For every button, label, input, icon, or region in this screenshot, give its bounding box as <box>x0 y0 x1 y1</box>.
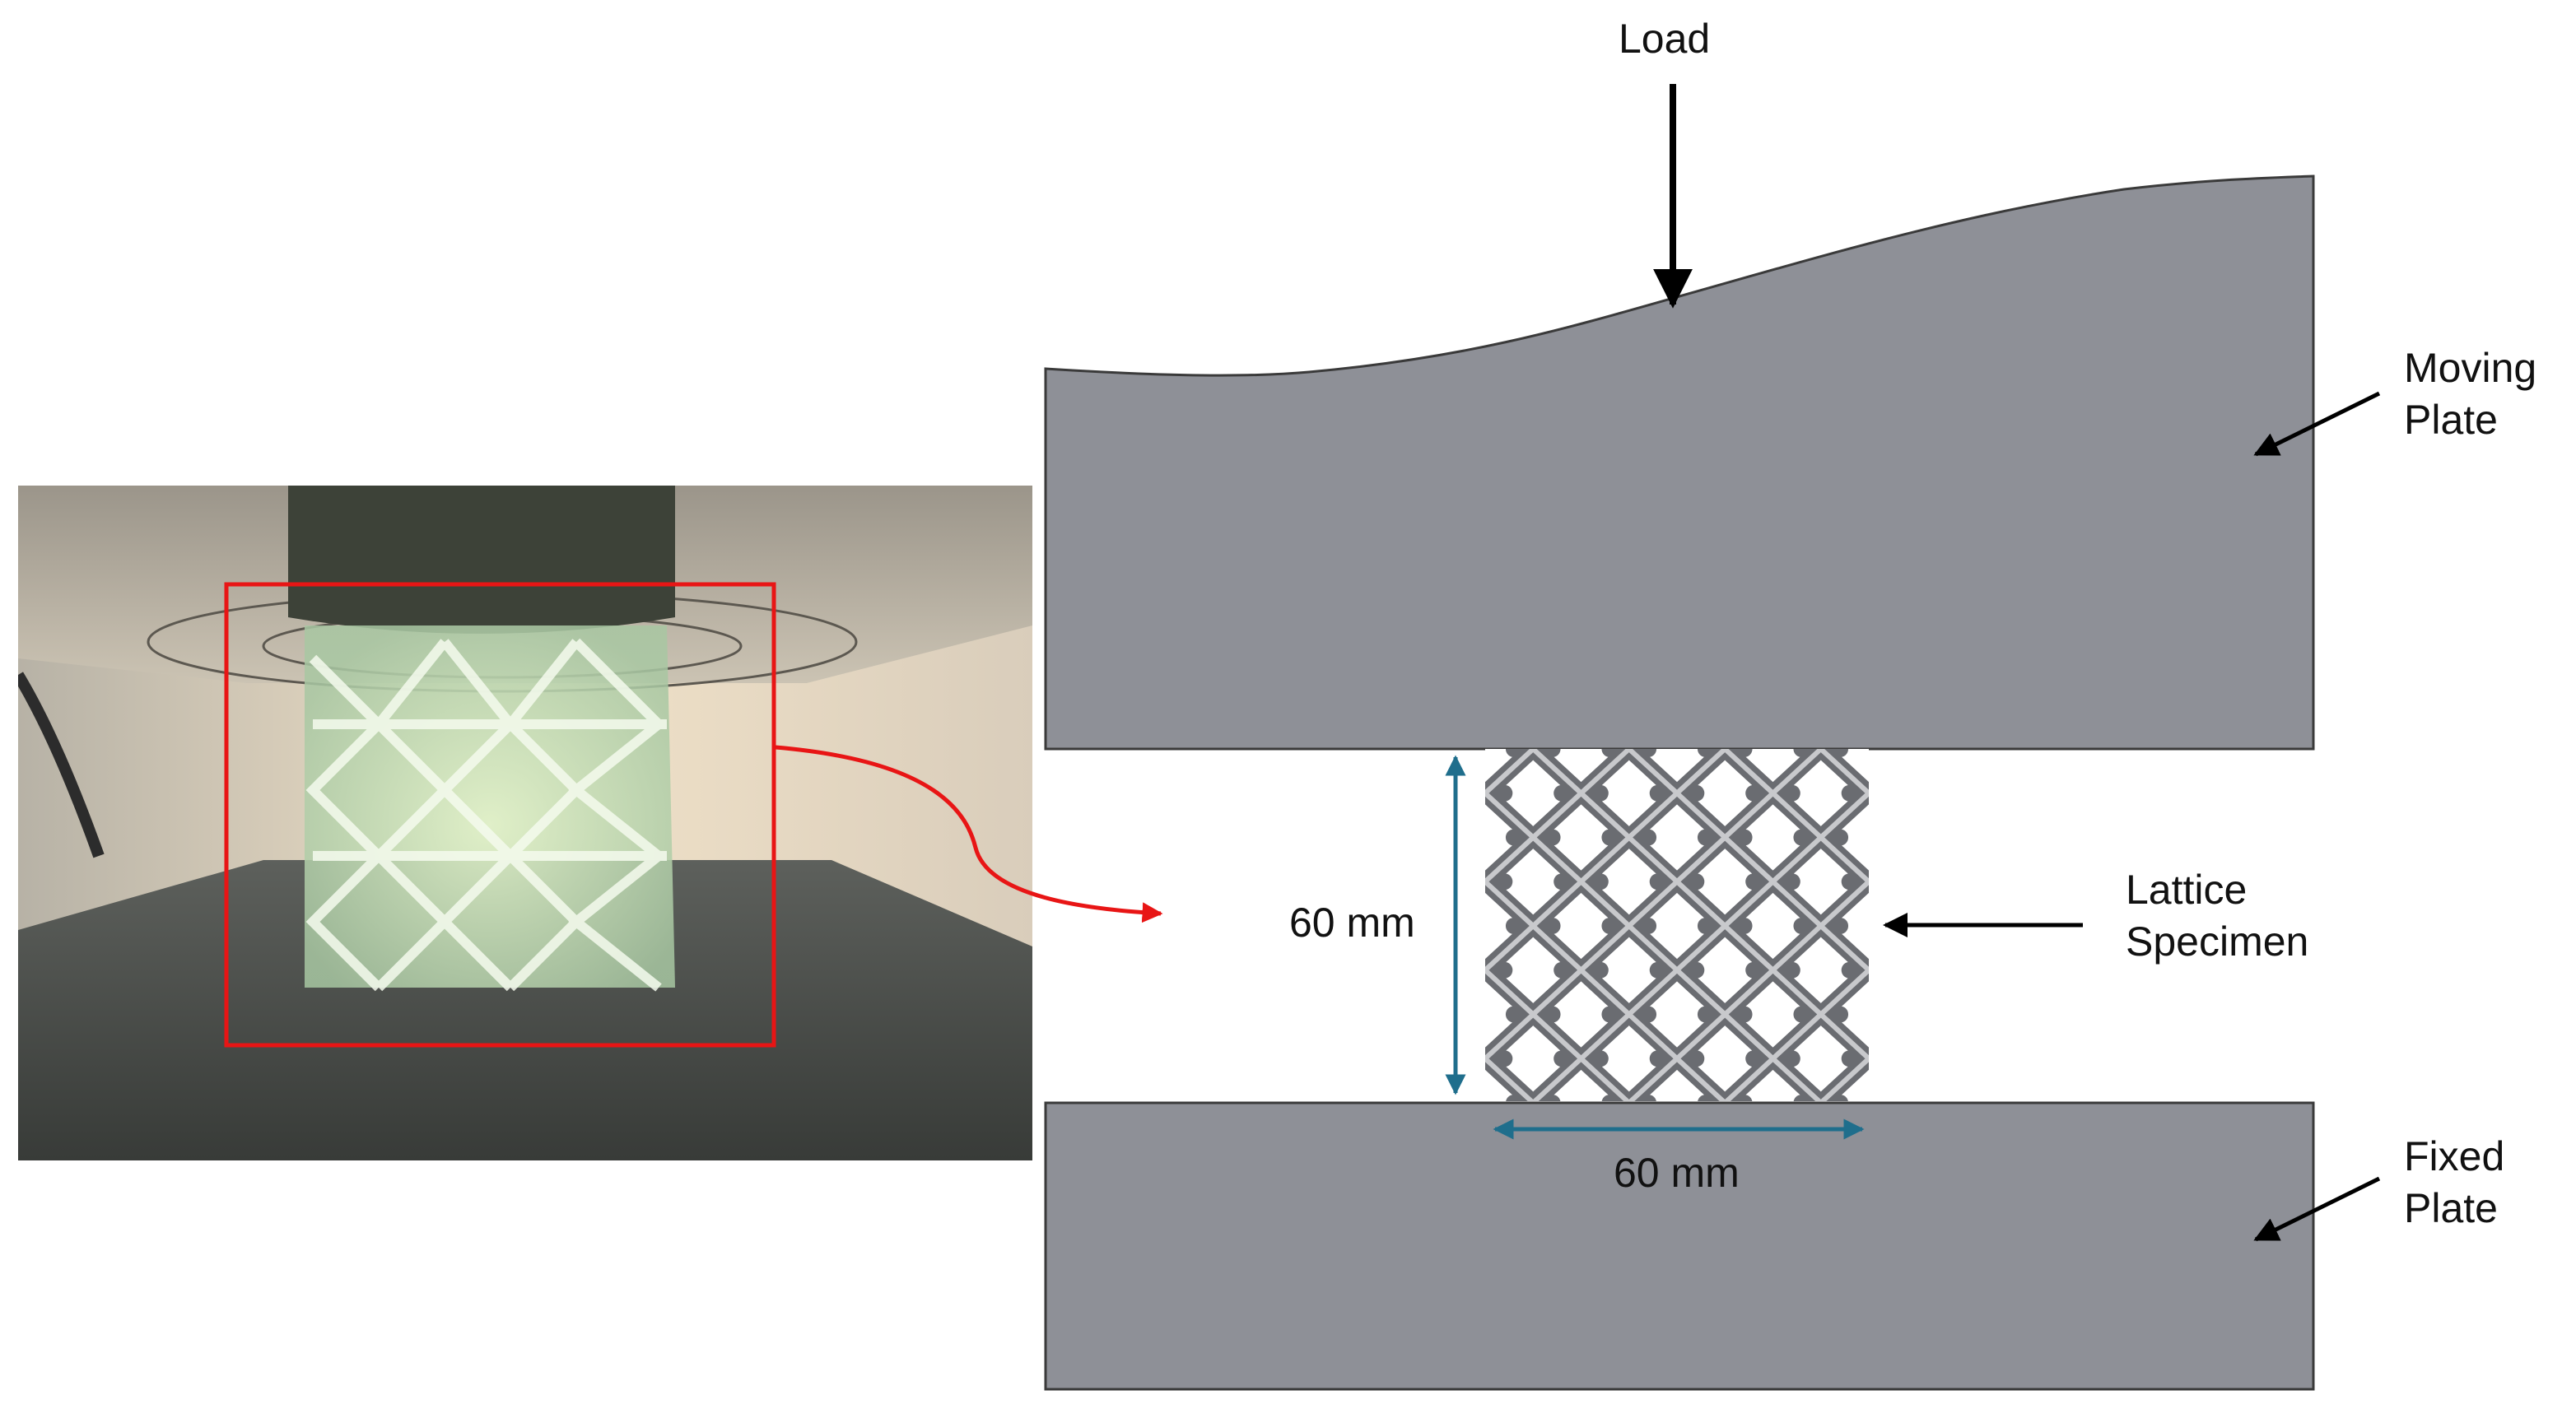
lattice-strut <box>1626 749 1679 796</box>
lattice-strut <box>1578 835 1632 885</box>
lattice-strut <box>1485 749 1536 796</box>
lattice-strut <box>1485 835 1536 885</box>
lattice-strut <box>1578 1011 1632 1062</box>
lattice-strut <box>1722 1011 1776 1062</box>
lattice-strut <box>1723 1056 1776 1101</box>
lattice-strut <box>1675 1056 1727 1101</box>
zoom-connector-arrow <box>775 745 1163 923</box>
lattice-strut <box>1485 967 1536 1017</box>
lattice-strut <box>1675 790 1728 840</box>
lattice-strut <box>1530 749 1584 796</box>
lattice-strut <box>1485 1011 1536 1062</box>
moving-plate-label: Moving Plate <box>2404 345 2537 443</box>
lattice-strut <box>1722 749 1776 796</box>
lattice-strut <box>1578 879 1632 928</box>
lattice-strut <box>1770 1011 1824 1062</box>
lattice-strut <box>1770 879 1824 928</box>
lattice-strut <box>1675 967 1728 1017</box>
lattice-strut <box>1578 790 1632 840</box>
lattice-strut <box>1675 835 1728 885</box>
lattice-strut <box>1722 923 1776 973</box>
lattice-strut <box>1818 967 1869 1017</box>
lattice-strut <box>1578 923 1632 973</box>
lattice-strut <box>1578 967 1632 1017</box>
lattice-strut <box>1530 967 1584 1017</box>
lattice-specimen <box>1485 749 1869 1101</box>
lattice-strut <box>1818 1011 1869 1062</box>
width-dimension-label: 60 mm <box>1614 1150 1740 1196</box>
lattice-strut <box>1722 790 1776 840</box>
lattice-strut <box>1770 749 1824 796</box>
lattice-strut <box>1578 1056 1631 1101</box>
lattice-strut <box>1818 923 1869 973</box>
lattice-strut <box>1818 835 1869 885</box>
lattice-strut <box>1770 790 1824 840</box>
lattice-strut <box>1530 790 1584 840</box>
lattice-strut <box>1770 967 1824 1017</box>
photo-specimen-lattice <box>305 638 667 992</box>
lattice-strut <box>1530 1011 1584 1062</box>
moving-plate <box>1044 174 2315 751</box>
lattice-strut <box>1485 1056 1535 1101</box>
fixed-plate-label: Fixed Plate <box>2404 1133 2505 1231</box>
lattice-strut <box>1626 923 1679 973</box>
lattice-strut <box>1485 923 1536 973</box>
lattice-strut <box>1531 1056 1584 1101</box>
lattice-strut <box>1722 835 1776 885</box>
lattice-strut <box>1818 749 1869 796</box>
lattice-strut <box>1485 790 1536 840</box>
lattice-strut <box>1675 749 1728 796</box>
lattice-strut <box>1578 749 1632 796</box>
lattice-strut <box>1530 835 1584 885</box>
lattice-strut <box>1770 835 1824 885</box>
lattice-strut <box>1626 967 1679 1017</box>
lattice-strut <box>1722 879 1776 928</box>
lattice-strut <box>1675 923 1728 973</box>
lattice-strut <box>1819 1056 1869 1101</box>
lattice-strut <box>1818 879 1869 928</box>
zoom-highlight-box <box>224 582 776 1048</box>
fixed-plate-arrow <box>2253 1176 2381 1242</box>
fixed-plate <box>1044 1101 2315 1391</box>
lattice-strut <box>1770 923 1824 973</box>
lattice-strut <box>1770 1056 1823 1101</box>
lattice-strut <box>1626 790 1679 840</box>
lattice-strut <box>1626 835 1679 885</box>
lattice-specimen-label: Lattice Specimen <box>2126 867 2309 965</box>
lattice-strut <box>1675 1011 1728 1062</box>
lattice-strut <box>1818 790 1869 840</box>
lattice-strut <box>1627 1056 1679 1101</box>
lattice-strut <box>1530 923 1584 973</box>
lattice-strut <box>1675 879 1728 928</box>
lattice-strut <box>1485 879 1536 928</box>
lattice-strut <box>1626 879 1679 928</box>
test-photo <box>18 486 1032 1160</box>
lattice-strut <box>1530 879 1584 928</box>
lattice-strut <box>1626 1011 1679 1062</box>
lattice-strut <box>1722 967 1776 1017</box>
load-label: Load <box>1619 16 1711 62</box>
height-dimension-label: 60 mm <box>1289 900 1415 946</box>
moving-plate-arrow <box>2253 391 2381 457</box>
